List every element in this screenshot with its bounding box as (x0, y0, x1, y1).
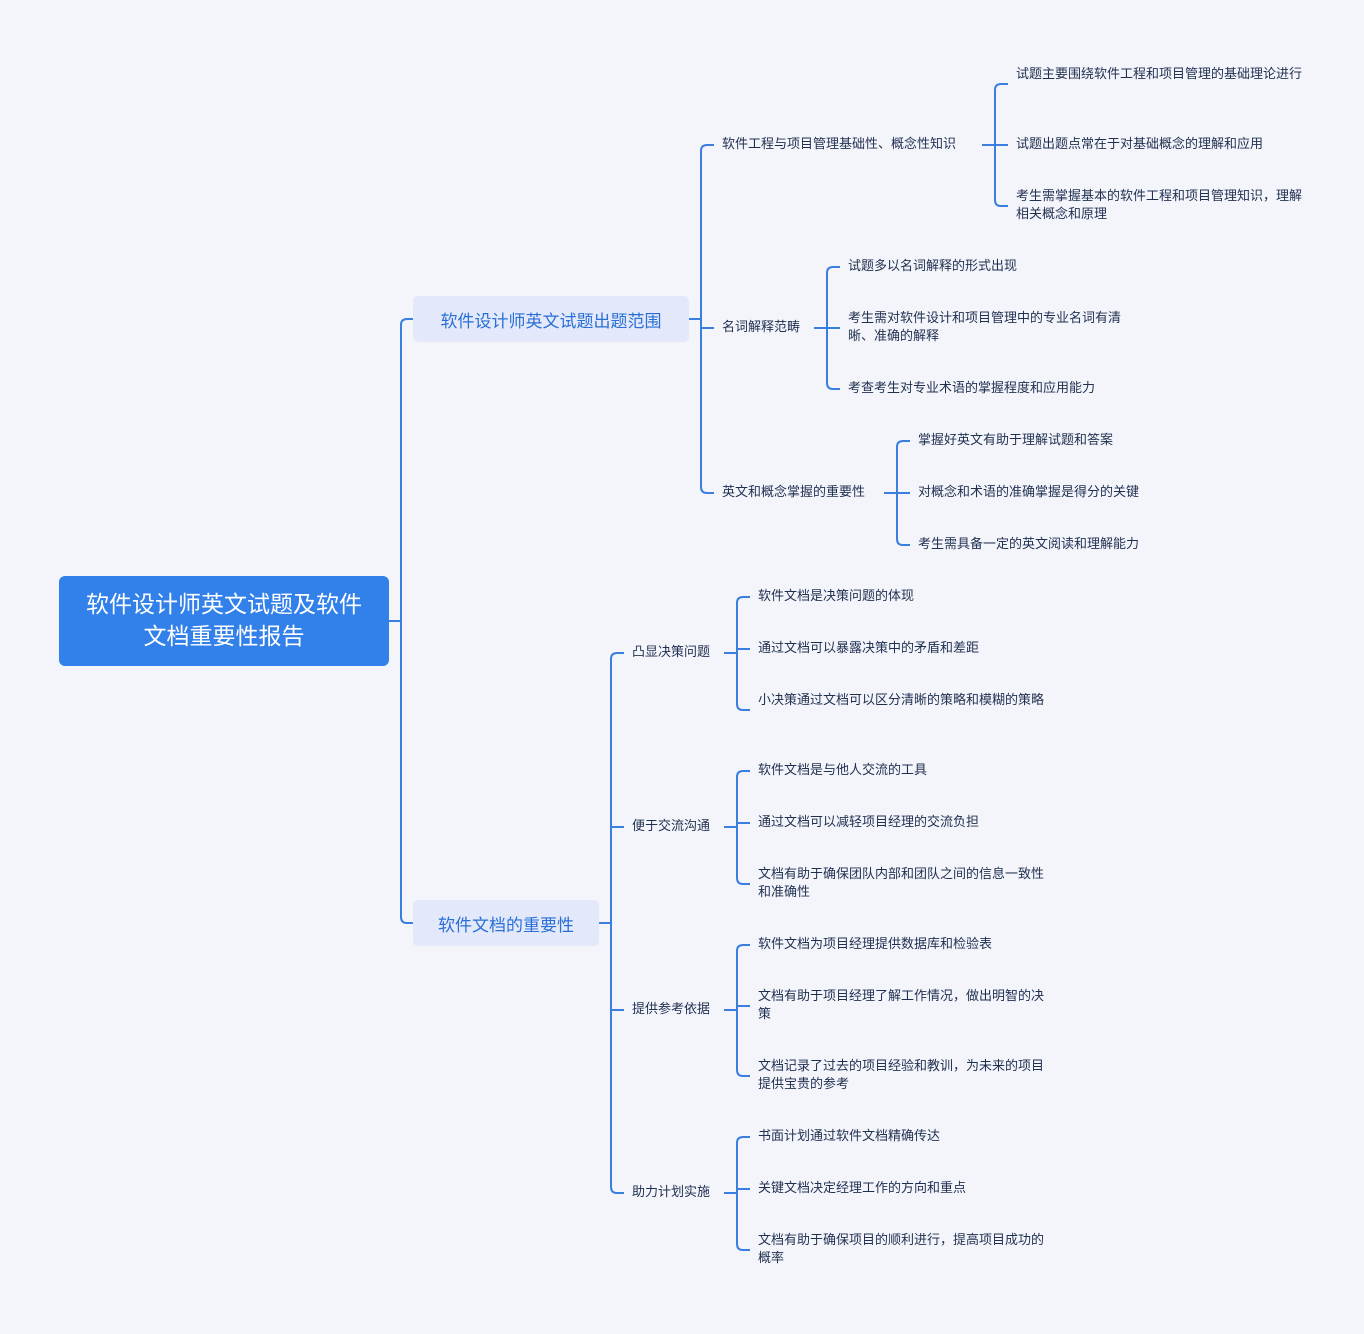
leaf-topic[interactable]: 书面计划通过软件文档精确传达 (758, 1129, 941, 1144)
leaf-topic[interactable]: 软件文档为项目经理提供数据库和检验表 (758, 937, 993, 952)
connector-sub-0-2 (884, 440, 910, 546)
leaf-topic[interactable]: 关键文档决定经理工作的方向和重点 (758, 1181, 967, 1196)
connector-sub-1-1 (724, 770, 750, 885)
subtopic[interactable]: 英文和概念掌握的重要性 (722, 485, 866, 500)
leaf-topic[interactable]: 软件文档是与他人交流的工具 (758, 763, 928, 778)
branch-doc-importance[interactable]: 软件文档的重要性 (413, 900, 599, 946)
leaf-topic[interactable]: 掌握好英文有助于理解试题和答案 (918, 433, 1114, 448)
connector-sub-0-0-path (982, 83, 1008, 207)
connector-sub-1-3-path (724, 1136, 750, 1251)
leaf-topic[interactable]: 文档有助于确保项目的顺利进行，提高项目成功的概率 (758, 1233, 1045, 1266)
connector-sub-0-0 (982, 83, 1008, 207)
branch-label: 软件文档的重要性 (438, 915, 574, 936)
leaf-topic[interactable]: 试题主要围绕软件工程和项目管理的基础理论进行 (1016, 67, 1303, 82)
leaf-topic[interactable]: 对概念和术语的准确掌握是得分的关键 (918, 485, 1140, 500)
leaf-topic[interactable]: 通过文档可以暴露决策中的矛盾和差距 (758, 641, 980, 656)
connector-sub-1-0 (724, 596, 750, 711)
connector-branch-1-path (599, 652, 624, 1194)
leaf-topic[interactable]: 考生需对软件设计和项目管理中的专业名词有清晰、准确的解释 (848, 311, 1122, 344)
branch-exam-scope[interactable]: 软件设计师英文试题出题范围 (413, 296, 689, 342)
leaf-topic[interactable]: 软件文档是决策问题的体现 (758, 589, 915, 604)
subtopic[interactable]: 软件工程与项目管理基础性、概念性知识 (722, 137, 957, 152)
root-topic[interactable]: 软件设计师英文试题及软件文档重要性报告 (59, 576, 389, 666)
root-topic-label: 软件设计师英文试题及软件文档重要性报告 (86, 592, 362, 650)
connector-branch-0-path (689, 144, 714, 494)
leaf-topic[interactable]: 试题多以名词解释的形式出现 (848, 259, 1018, 274)
connector-sub-1-0-path (724, 596, 750, 711)
leaf-topic[interactable]: 通过文档可以减轻项目经理的交流负担 (758, 815, 980, 830)
connector-sub-0-2-path (884, 440, 910, 546)
connector-sub-0-1 (814, 266, 840, 390)
connector-sub-1-2 (724, 944, 750, 1077)
leaf-topic[interactable]: 文档有助于确保团队内部和团队之间的信息一致性和准确性 (758, 867, 1045, 900)
subtopic[interactable]: 凸显决策问题 (632, 645, 711, 660)
leaf-topic[interactable]: 小决策通过文档可以区分清晰的策略和模糊的策略 (758, 693, 1045, 708)
leaf-topic[interactable]: 考查考生对专业术语的掌握程度和应用能力 (848, 381, 1096, 396)
branch-label: 软件设计师英文试题出题范围 (440, 311, 662, 332)
connector-sub-1-2-path (724, 944, 750, 1077)
leaf-topic[interactable]: 文档记录了过去的项目经验和教训，为未来的项目提供宝贵的参考 (758, 1059, 1045, 1092)
connector-sub-0-1-path (814, 266, 840, 390)
connector-sub-1-3 (724, 1136, 750, 1251)
subtopic[interactable]: 便于交流沟通 (632, 819, 711, 834)
leaf-topic[interactable]: 文档有助于项目经理了解工作情况，做出明智的决策 (758, 989, 1045, 1022)
connector-root-path (389, 318, 413, 924)
leaf-topic[interactable]: 试题出题点常在于对基础概念的理解和应用 (1016, 137, 1264, 152)
leaf-topic[interactable]: 考生需具备一定的英文阅读和理解能力 (918, 537, 1140, 552)
subtopic[interactable]: 助力计划实施 (632, 1185, 711, 1200)
subtopic[interactable]: 名词解释范畴 (722, 320, 801, 335)
connector-sub-1-1-path (724, 770, 750, 885)
subtopic[interactable]: 提供参考依据 (632, 1002, 711, 1017)
leaf-topic[interactable]: 考生需掌握基本的软件工程和项目管理知识，理解相关概念和原理 (1016, 189, 1303, 222)
connector-branch-0 (689, 144, 714, 494)
connector-root (389, 318, 413, 924)
connector-branch-1 (599, 652, 624, 1194)
